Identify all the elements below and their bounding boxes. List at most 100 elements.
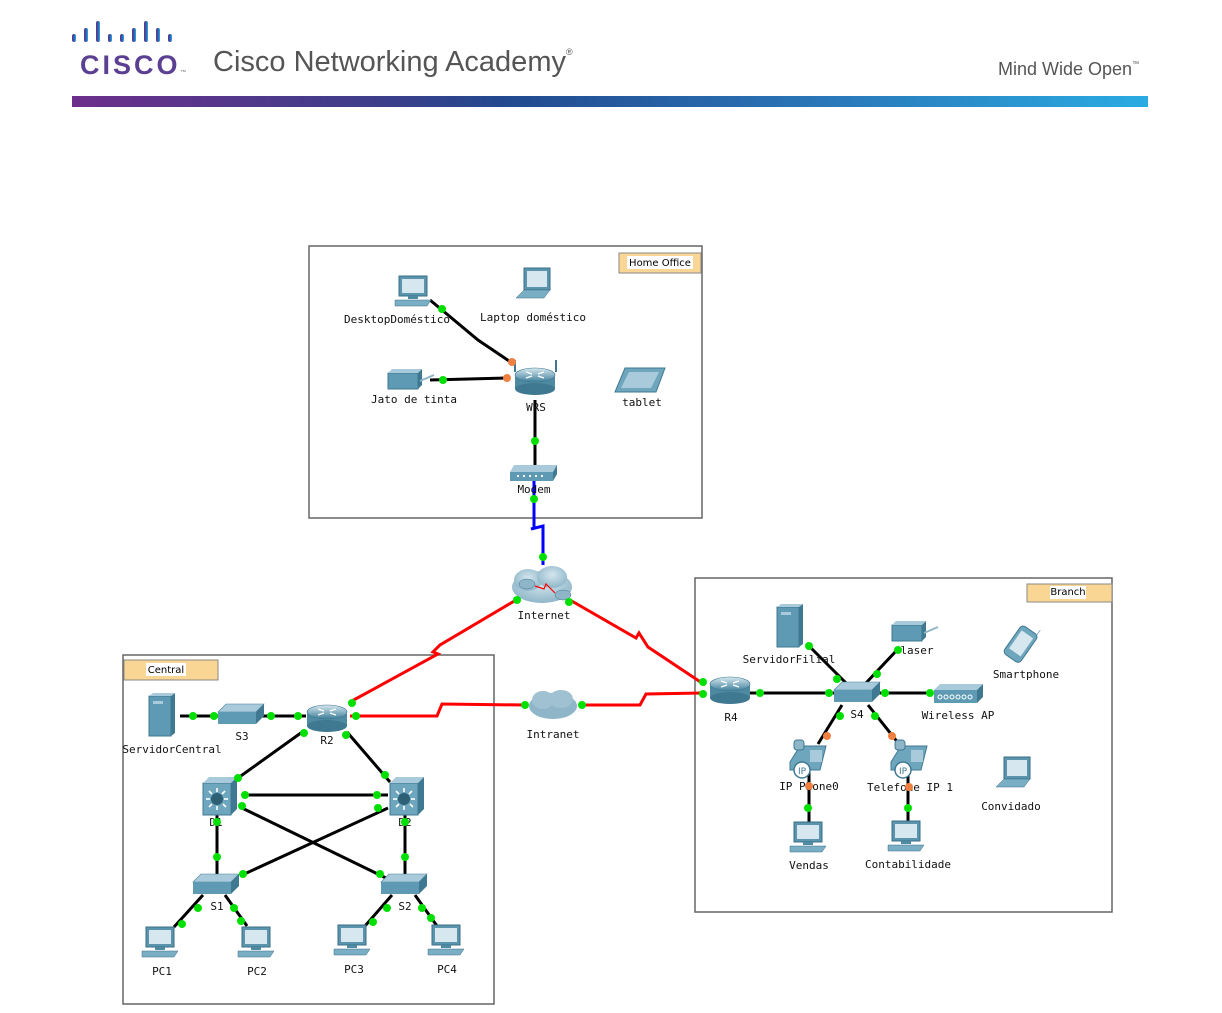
link-laser-s4[interactable] [864,648,899,685]
device-s2[interactable]: S2 [380,873,428,913]
device-laser[interactable]: laser [891,620,939,657]
device-label: Laptop doméstico [480,311,586,324]
device-label: S4 [850,708,864,721]
device-label: S1 [210,900,223,913]
link-r2-d1[interactable] [237,728,306,780]
device-label: Contabilidade [865,858,951,871]
device-wrs[interactable]: WRS [514,360,557,414]
device-internet-cloud[interactable]: Internet [512,566,572,622]
port-status-pending [823,732,831,740]
port-status-up [513,596,521,604]
port-status-up [352,712,360,720]
link-s2-pc4[interactable] [413,894,439,927]
link-d1-s2[interactable] [241,806,389,881]
port-status-up [213,853,221,861]
port-status-up [230,904,238,912]
header-gradient-bar [72,96,1148,107]
pc-icon [333,924,371,956]
device-servidor-central[interactable]: ServidorCentral [122,692,222,756]
area-label-home-office: Home Office [629,258,691,269]
device-s3[interactable]: S3 [217,703,265,743]
device-pc2[interactable]: PC2 [237,926,275,978]
port-status-up [213,818,221,826]
device-label: PC1 [152,965,172,978]
ip-phone-icon [789,739,827,779]
device-r4[interactable]: R4 [709,676,751,724]
device-desktop-domestico[interactable]: DesktopDoméstico [344,275,450,326]
device-modem[interactable]: Modem [510,465,557,496]
device-label: PC3 [344,963,364,976]
port-status-up [348,699,356,707]
link-intranet-r4[interactable] [582,691,703,707]
port-status-up [531,437,539,445]
port-status-up [565,598,573,606]
printer-icon [387,368,435,390]
port-status-up [383,904,391,912]
switch-icon [833,681,881,703]
router-icon [709,676,751,705]
port-status-up [373,791,381,799]
cloud-icon [512,566,572,603]
device-pc1[interactable]: PC1 [141,926,179,978]
device-laptop-domestico[interactable]: Laptop doméstico [480,267,586,324]
link-s4-ipphone0[interactable] [816,704,844,745]
device-vendas[interactable]: Vendas [789,821,829,872]
port-status-up [178,920,186,928]
tagline: Mind Wide Open™ [998,59,1140,79]
device-label: tablet [622,396,662,409]
device-label: R4 [724,711,738,724]
device-label: Smartphone [993,668,1059,681]
link-internet-r2[interactable] [349,598,517,704]
port-status-pending [905,783,913,791]
access-point-icon [934,684,983,703]
link-internet-r4[interactable] [569,598,706,687]
area-label-branch: Branch [1050,587,1085,598]
area-home-office: Home Office [308,245,703,519]
port-status-up [267,712,275,720]
port-status-up [369,918,377,926]
switch-icon [217,703,265,725]
device-r2[interactable]: R2 [306,704,348,747]
device-s1[interactable]: S1 [192,873,240,913]
device-servidor-filial[interactable]: ServidorFilial [743,603,836,666]
port-status-up [376,870,384,878]
link-r2-intranet[interactable] [350,702,525,718]
device-pc4[interactable]: PC4 [427,924,465,976]
device-label: Internet [518,609,571,622]
device-pc3[interactable]: PC3 [333,924,371,976]
port-status-up [871,712,879,720]
page-header: CISCO™ Cisco Networking Academy® Mind Wi… [0,0,1222,110]
device-jato-de-tinta[interactable]: Jato de tinta [371,368,457,406]
link-modem-internet[interactable] [530,480,545,565]
pc-icon [237,926,275,958]
switch-icon [192,873,240,895]
port-status-up [189,712,197,720]
device-intranet-cloud[interactable]: Intranet [527,690,580,741]
port-status-up [401,818,409,826]
device-smartphone[interactable]: Smartphone [993,620,1059,681]
port-status-up [194,904,202,912]
device-label: S3 [235,730,248,743]
laptop-icon [995,756,1031,788]
port-status-up [401,853,409,861]
port-status-up [237,917,245,925]
device-label: PC4 [437,963,457,976]
port-status-up [438,305,446,313]
device-tablet[interactable]: tablet [614,367,666,409]
port-status-up [342,731,350,739]
area-central: Central [122,654,495,1005]
port-status-up [381,771,389,779]
device-convidado[interactable]: Convidado [981,756,1041,813]
link-d2-s1[interactable] [239,806,389,878]
port-status-up [239,870,247,878]
port-status-up [539,553,547,561]
port-status-up [699,678,707,686]
port-status-up [804,804,812,812]
cisco-logo-bars-icon [72,21,172,42]
device-label: ServidorCentral [122,743,221,756]
device-wireless-ap[interactable]: Wireless AP [922,684,995,722]
device-s4[interactable]: S4 [833,681,881,721]
device-contabilidade[interactable]: Contabilidade [865,820,951,871]
link-desktop-wrs[interactable] [429,298,513,365]
